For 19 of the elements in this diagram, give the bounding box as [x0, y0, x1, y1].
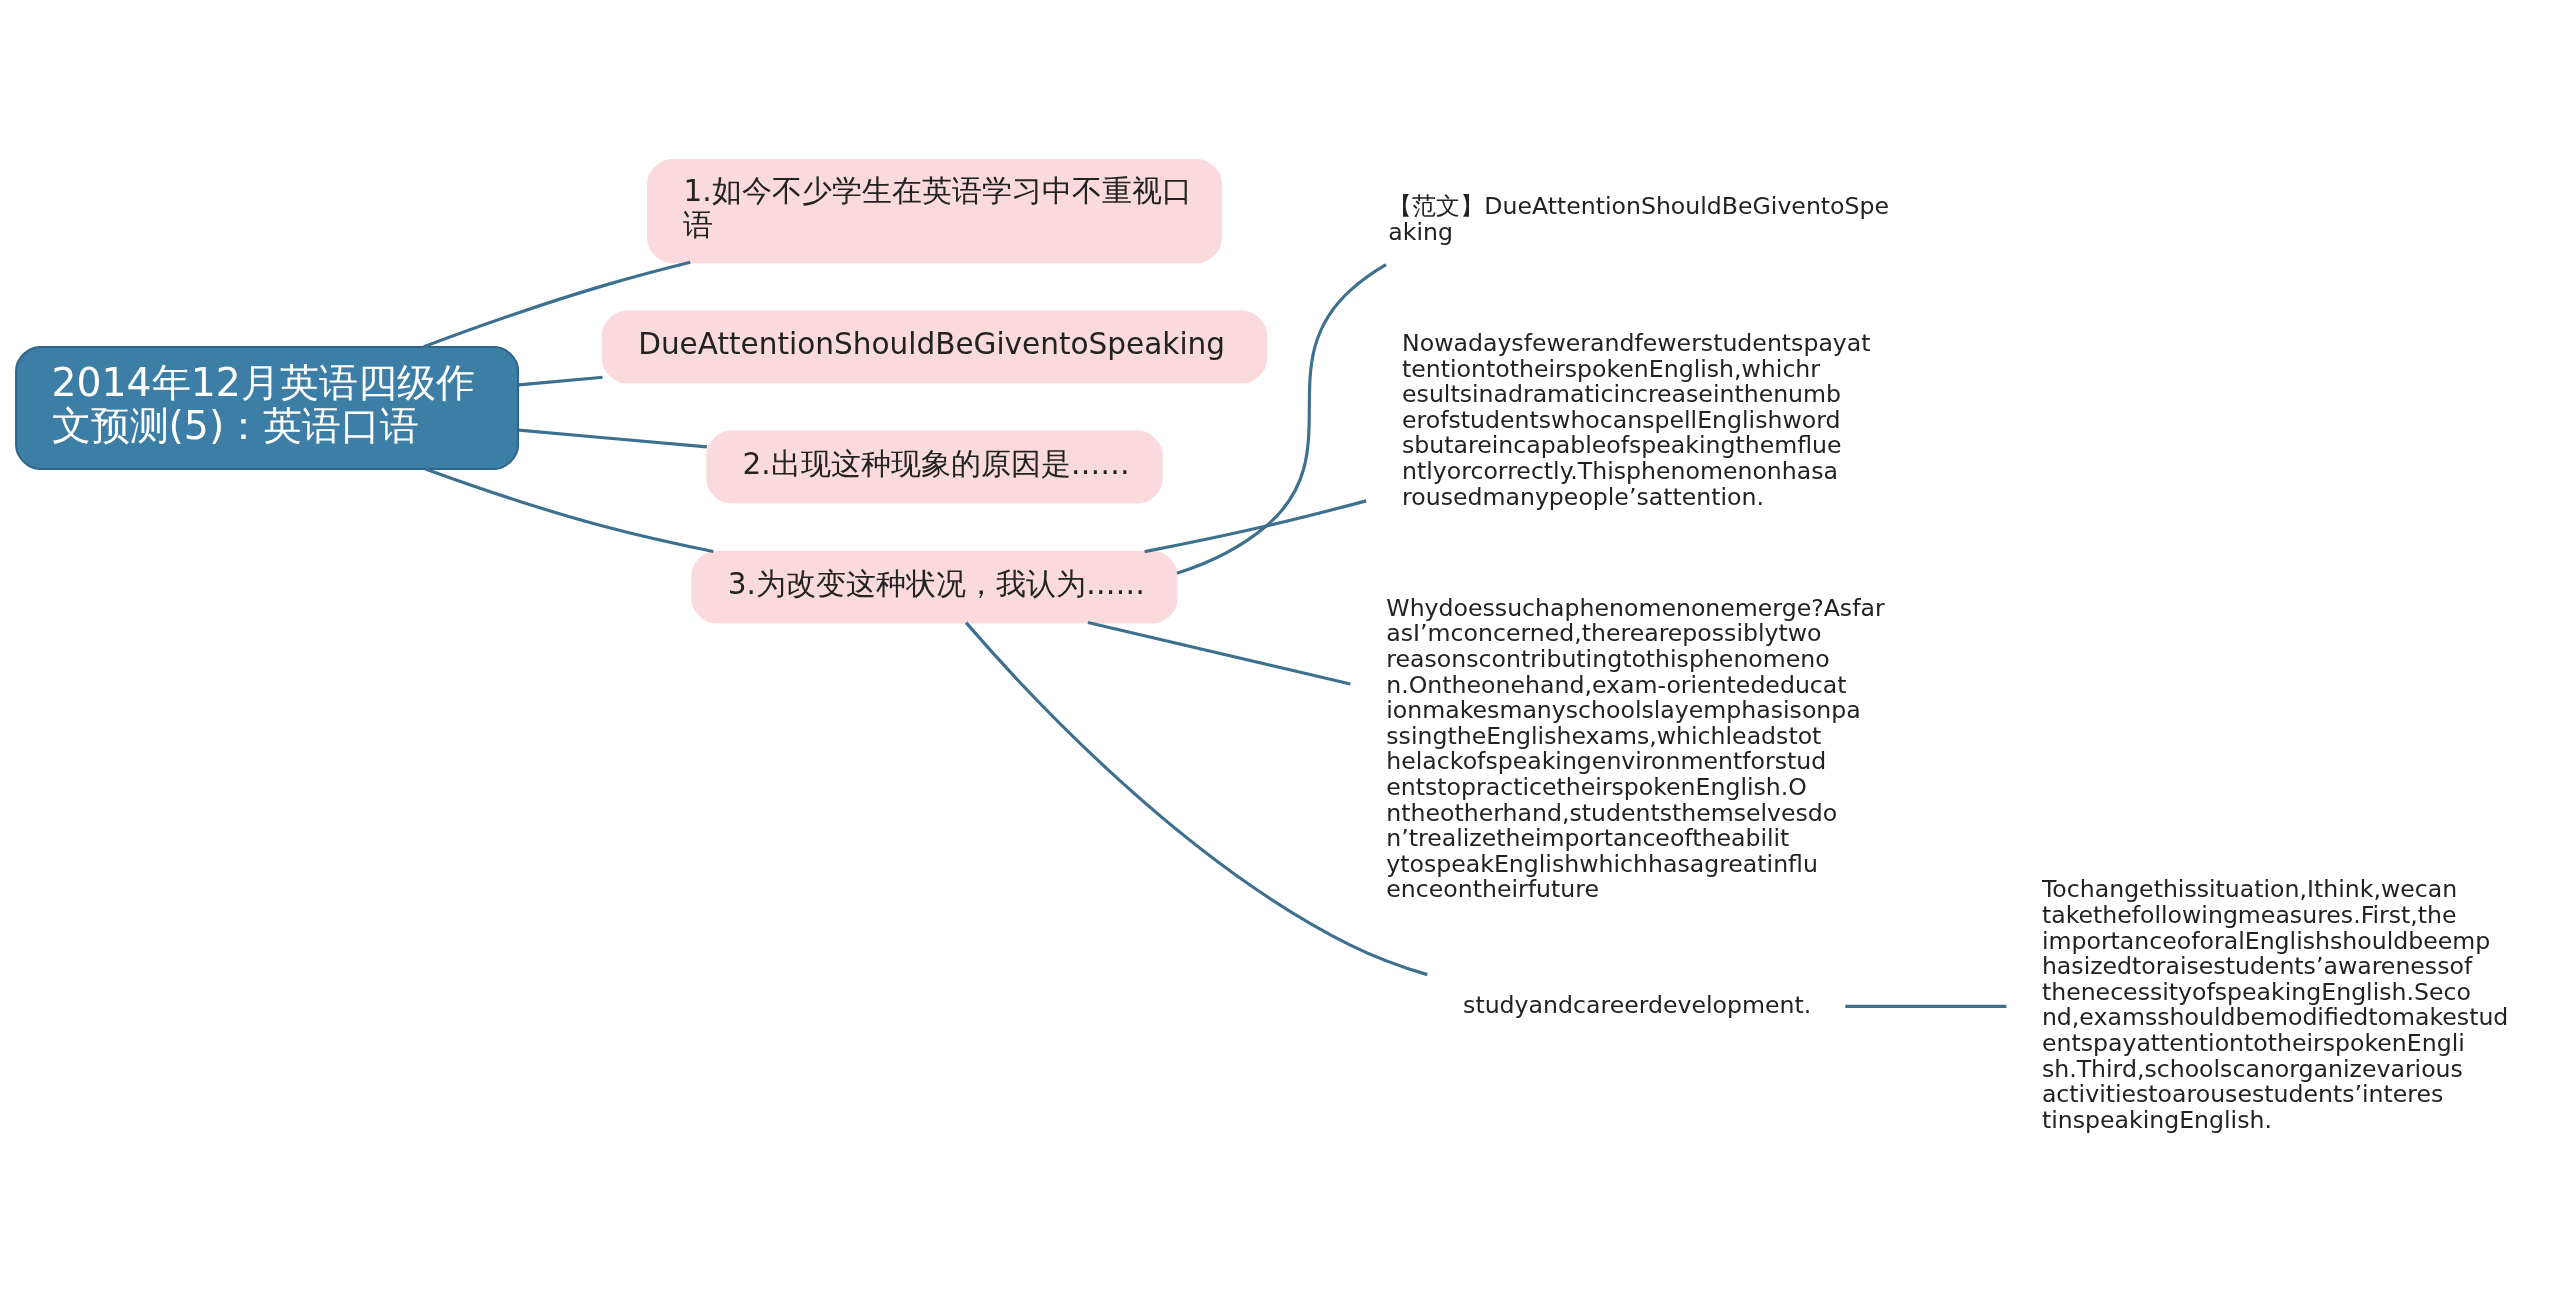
connector [1845, 1004, 2007, 1008]
node-text: Whydoessuchaphenomenonemerge?AsfarasI’mconcerned,therearepossiblytworeasonscontributingtothisphenomenon.Ontheonehand,exam-orientededucationmakesmanyschoolslayemphasisonpassingtheEnglishexams,whichleadstothelackofspeakingenvironmentforstudentstopracticetheirspokenEnglish.Ontheotherhand,studentsthemselvesdon’trealizetheimportanceoftheabilitytospeakEnglishwhichhasagreatinfluenceontheirfuture [1386, 593, 1885, 903]
node-text: Tochangethissituation,Ithink,wecantakethefollowingmeasures.First,theimportanceoforalEnglishshouldbeemphasizedtoraisestudents’awarenessofthenecessityofspeakingEnglish.Second,examsshouldbemodifiedtomakestudentspayattentiontotheirspokenEnglish.Third,schoolscanorganizevariousactivitiestoarousestudents’interestinspeakingEnglish. [2041, 874, 2509, 1134]
node-box: 2014年12月英语四级作文预测(5)：英语口语 [15, 345, 520, 470]
connector [1144, 498, 1367, 553]
node-box: DueAttentionShouldBeGiventoSpeaking [601, 310, 1268, 383]
node-text: NowadaysfewerandfewerstudentspayattentiontotheirspokenEnglish,whichresultsinadramaticincreaseinthenumberofstudentswhocanspellEnglishwordsbutareincapableofspeakingthemfluentlyorcorrectly.Thisphenomenonhasarousedmanypeople’sattention. [1402, 328, 1871, 511]
connector [1087, 620, 1351, 686]
node-box: 1.如今不少学生在英语学习中不重视口语 [647, 158, 1222, 263]
connector [964, 621, 1428, 976]
node-box: 3.为改变这种状况，我认为…… [691, 550, 1178, 623]
connector [518, 428, 708, 448]
connector [423, 260, 691, 348]
node-text: studyandcareerdevelopment. [1463, 990, 1812, 1019]
connector [1176, 262, 1387, 575]
node-text: 【范文】DueAttentionShouldBeGiventoSpeaking [1388, 191, 1890, 246]
connector [518, 375, 603, 386]
connector [424, 467, 714, 553]
node-box: 2.出现这种现象的原因是…… [706, 430, 1163, 503]
